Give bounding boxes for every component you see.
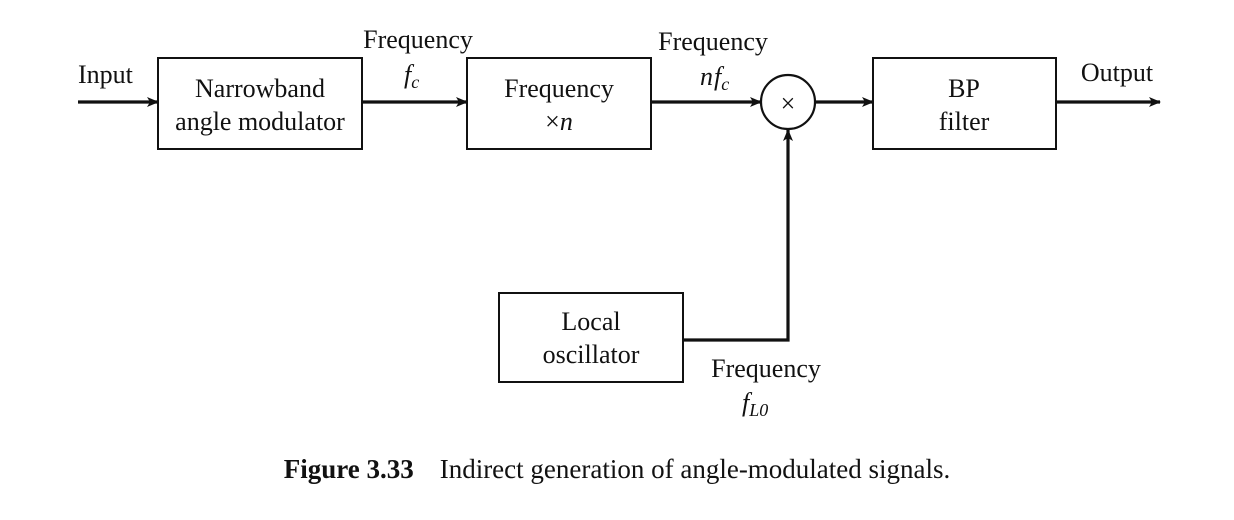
flo-frequency-label: Frequency (711, 354, 821, 383)
oscillator-to-mixer-arrow (683, 129, 793, 342)
input-label: Input (78, 60, 134, 89)
oscillator-label-line1: Local (561, 307, 620, 336)
fc-symbol: fc (404, 60, 419, 92)
narrowband-modulator-block: Narrowband angle modulator (157, 57, 363, 150)
figure-caption-text: Indirect generation of angle-modulated s… (439, 454, 951, 484)
flo-symbol: fL0 (742, 388, 768, 420)
mixer-circle: × (759, 73, 817, 131)
bp-filter-block: BP filter (872, 57, 1057, 150)
oscillator-label-line2: oscillator (543, 340, 640, 369)
frequency-multiplier-block: Frequency ×n (466, 57, 652, 150)
modulator-label-line1: Narrowband (195, 74, 325, 103)
multiplier-label-line2: ×n (545, 107, 573, 136)
modulator-label-line2: angle modulator (175, 107, 345, 136)
fc-frequency-label: Frequency (363, 25, 473, 54)
figure-caption: Figure 3.33 Indirect generation of angle-… (0, 454, 1234, 485)
nfc-frequency-label: Frequency (658, 27, 768, 56)
nfc-symbol: nfc (700, 62, 729, 94)
bpf-label-line2: filter (939, 107, 990, 136)
output-label: Output (1081, 58, 1154, 87)
multiplier-label-line1: Frequency (504, 74, 614, 103)
block-diagram: Input Narrowband angle modulator Frequen… (78, 25, 1161, 420)
local-oscillator-block: Local oscillator (498, 292, 684, 383)
bpf-label-line1: BP (948, 74, 980, 103)
mixer-symbol: × (781, 89, 796, 118)
figure-number: Figure 3.33 (283, 454, 414, 484)
